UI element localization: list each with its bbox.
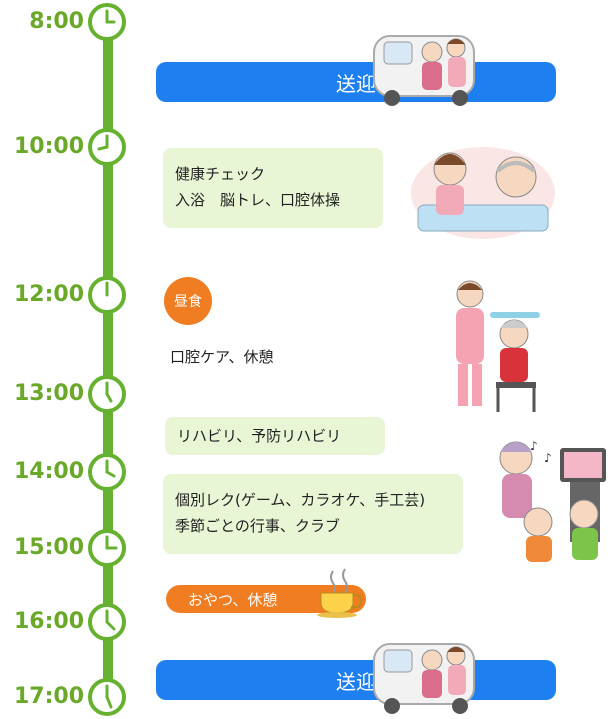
- time-label-1400: 14:00: [13, 459, 84, 484]
- time-label-1300: 13:00: [13, 381, 84, 406]
- clock-icon: [88, 128, 126, 166]
- time-label-0800: 8:00: [29, 9, 84, 34]
- after-lunch-text: 口腔ケア、休憩: [170, 348, 274, 366]
- exercise-illustration: [456, 280, 540, 412]
- rehab-label: リハビリ、予防リハビリ: [177, 427, 342, 445]
- svg-text:♪: ♪: [544, 451, 552, 465]
- clock-icon: [88, 375, 126, 413]
- time-label-1200: 12:00: [13, 282, 84, 307]
- svg-text:♪: ♪: [530, 439, 538, 453]
- karaoke-illustration: ♪ ♪: [499, 439, 606, 562]
- rehab-card: リハビリ、予防リハビリ: [165, 417, 385, 455]
- morning-line-1: 健康チェック: [175, 165, 266, 183]
- van-caregiver-illustration: [373, 643, 475, 714]
- pickup-label: 送迎: [336, 71, 376, 96]
- morning-line-2: 入浴 脳トレ、口腔体操: [175, 191, 341, 209]
- clock-icon: [88, 3, 126, 41]
- afternoon-line-2: 季節ごとの行事、クラブ: [175, 517, 340, 535]
- lunch-badge: 昼食: [164, 277, 212, 325]
- coffee-cup-icon: [317, 568, 363, 618]
- pickup-bar-evening: 送迎: [156, 660, 556, 700]
- clock-icon: [88, 453, 126, 491]
- bath-care-illustration: [411, 147, 555, 239]
- time-label-1500: 15:00: [13, 535, 84, 560]
- lunch-label: 昼食: [174, 294, 202, 310]
- timeline-line: [103, 20, 113, 710]
- afternoon-activities-card: 個別レク(ゲーム、カラオケ、手工芸) 季節ごとの行事、クラブ: [163, 474, 463, 554]
- clock-icon: [88, 603, 126, 641]
- afternoon-line-1: 個別レク(ゲーム、カラオケ、手工芸): [175, 491, 426, 509]
- time-label-1600: 16:00: [13, 609, 84, 634]
- time-label-1700: 17:00: [13, 684, 84, 709]
- clock-icon: [88, 678, 126, 716]
- time-label-1000: 10:00: [13, 134, 84, 159]
- morning-activities-card: 健康チェック 入浴 脳トレ、口腔体操: [163, 148, 383, 228]
- pickup-bar-morning: 送迎: [156, 62, 556, 102]
- clock-icon: [88, 529, 126, 567]
- van-caregiver-illustration: [373, 35, 475, 106]
- snack-label: おやつ、休憩: [188, 590, 278, 609]
- clock-icon: [88, 276, 126, 314]
- pickup-label: 送迎: [336, 669, 376, 694]
